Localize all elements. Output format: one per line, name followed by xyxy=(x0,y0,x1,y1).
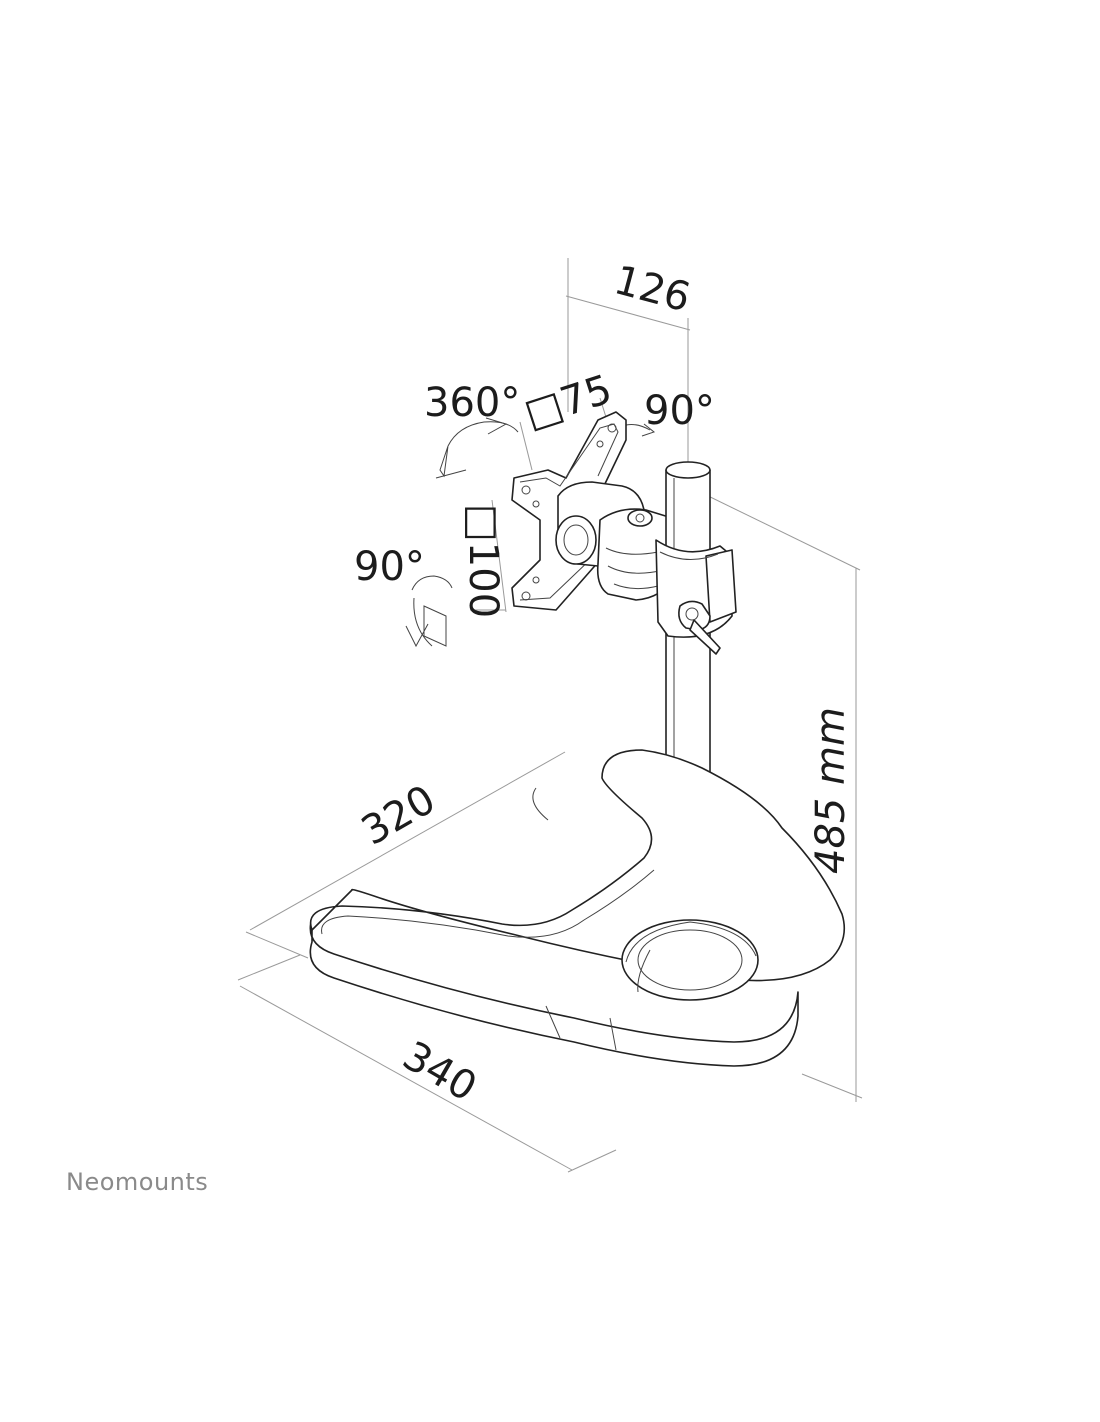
rotate-label: 360° xyxy=(424,380,520,426)
tilt-joint xyxy=(555,481,673,601)
swivel-label: 90° xyxy=(354,544,425,590)
stand-base xyxy=(309,749,846,1067)
base-width-label: 340 xyxy=(395,1033,484,1111)
dimension-lines xyxy=(237,258,863,1173)
brand-logo: Neomounts xyxy=(66,1168,209,1196)
vesa-large-label: □100 xyxy=(460,504,506,618)
tilt-label: 90° xyxy=(644,388,715,434)
base-depth-label: 320 xyxy=(354,777,443,855)
height-clamp xyxy=(655,539,737,655)
height-label: 485 mm xyxy=(808,707,854,874)
